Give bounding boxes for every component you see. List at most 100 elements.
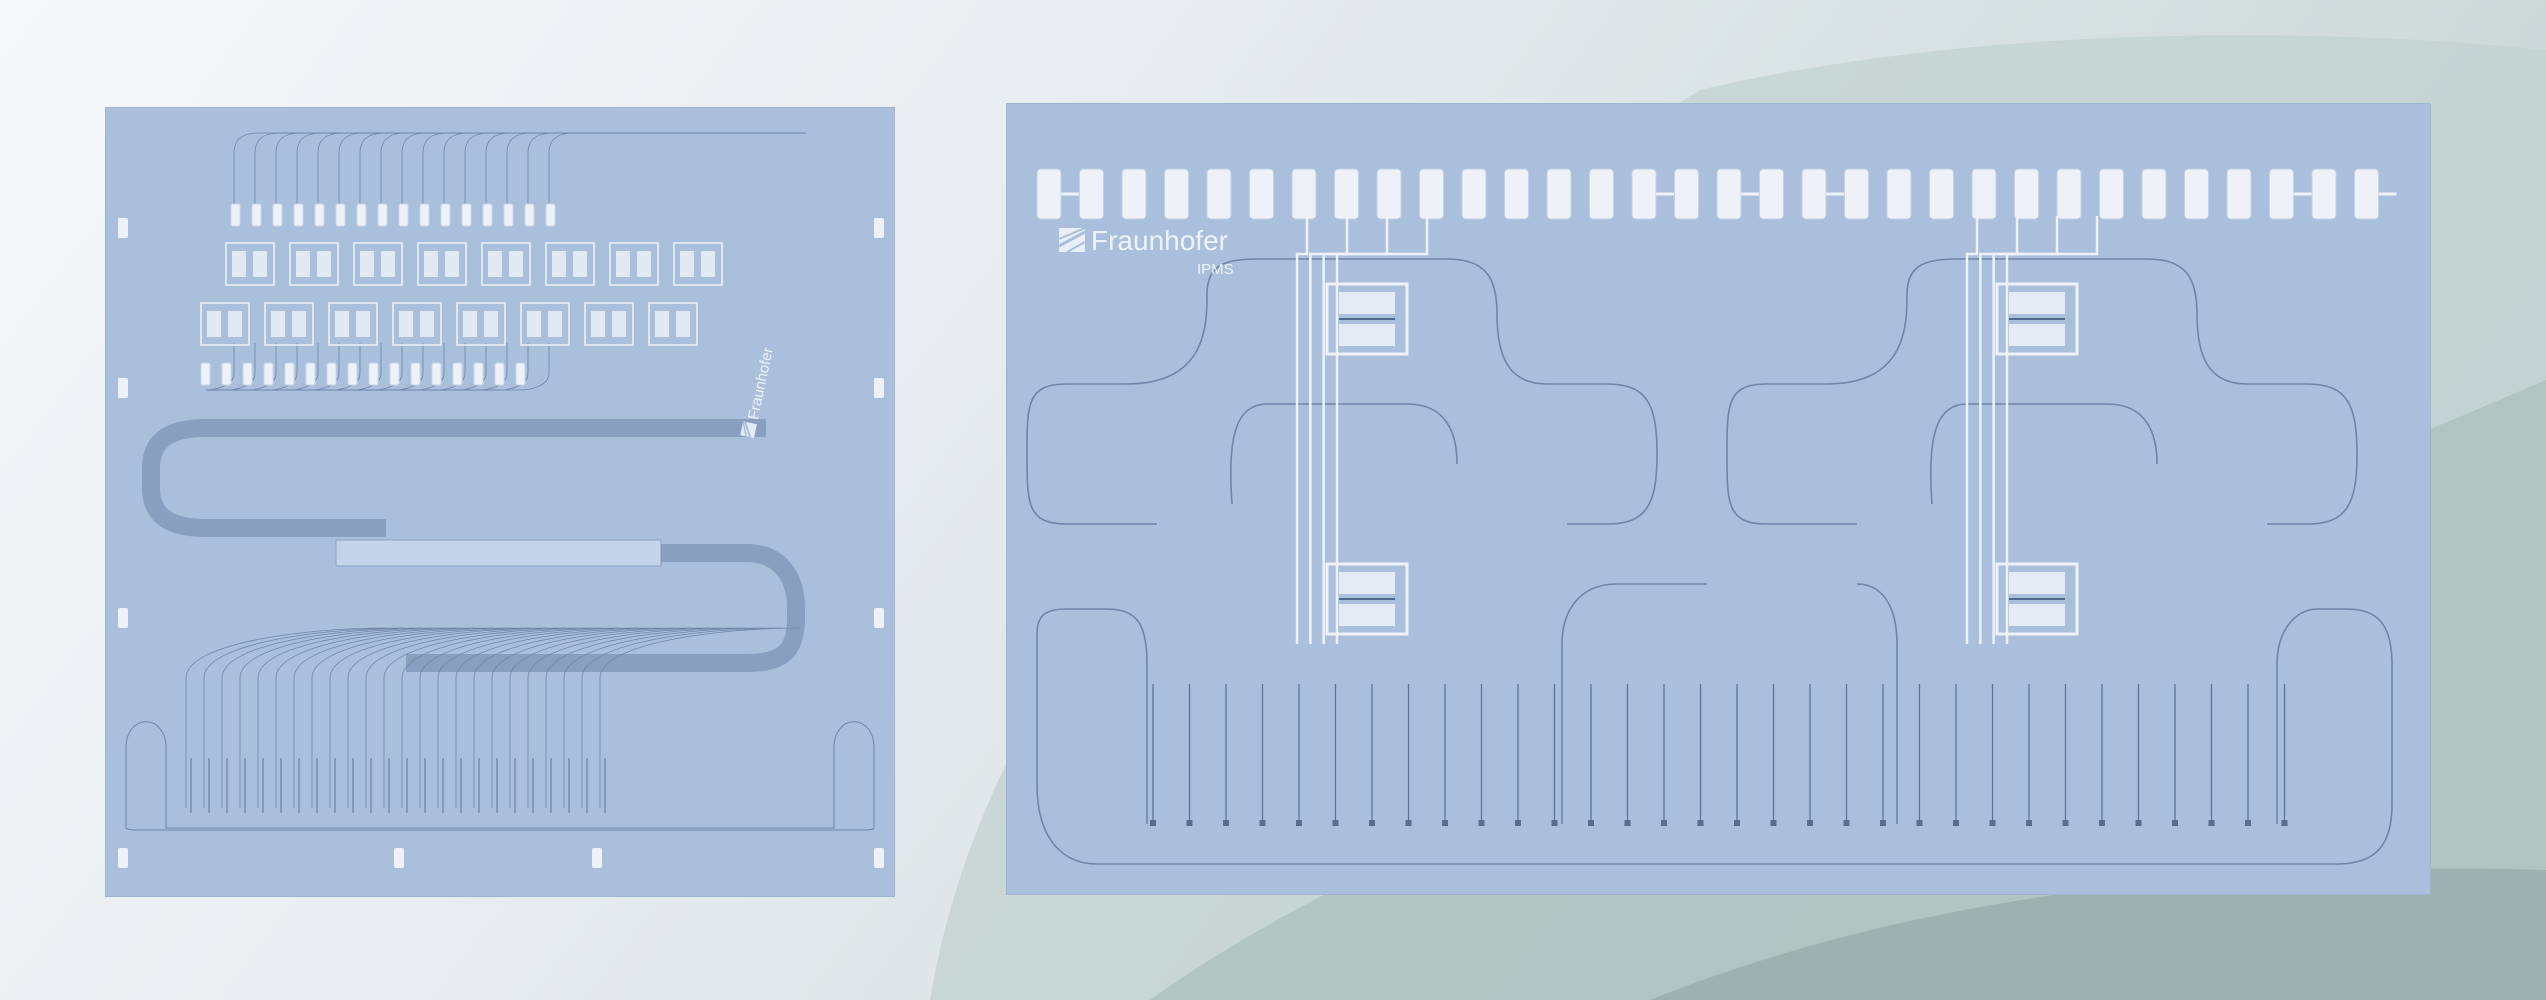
device-frame [1995,282,2079,356]
top-pad [2354,168,2379,220]
device-element [1339,572,1395,594]
side-pad [118,218,128,238]
contact-pad [200,362,211,386]
loop-trace [1026,258,1658,525]
device-cell [591,311,605,337]
device-cell [463,311,477,337]
device-cell [701,251,715,277]
trace [383,627,585,808]
contact-pad [494,362,505,386]
feed-line [1965,216,1979,644]
trace [506,132,806,208]
trace [443,132,806,208]
top-pad [1674,168,1699,220]
device-block [673,242,723,286]
side-pad [118,378,128,398]
contact-pad [284,362,295,386]
snake-bundle-2 [406,544,805,672]
trace [401,627,603,808]
contact-pad [251,203,262,227]
frame-trace [1036,608,2393,865]
contact-pad [368,362,379,386]
contact-pad [473,362,484,386]
device-cell [228,311,242,337]
device-element [2009,604,2065,626]
device-cell [484,311,498,337]
probe-tip [1697,820,1704,826]
trace [464,132,806,208]
probe-tip [1734,820,1740,826]
fraunhofer-logo-icon [740,421,757,438]
top-pad [1759,168,1784,220]
top-pad [1206,168,1232,220]
trace [365,627,567,808]
top-pad [1504,168,1529,220]
probe-tip [2172,820,2178,826]
top-pad [1886,168,1912,220]
side-pad [394,848,404,868]
frame-trace [1561,583,1707,824]
trace [485,132,806,208]
top-pad [2269,168,2294,220]
contact-pad [335,203,346,227]
device-element [2009,324,2065,346]
device-cell [335,311,349,337]
top-pad [2099,168,2124,220]
top-pad [1461,168,1487,220]
top-pad [1121,168,1147,220]
contact-pad [482,203,493,227]
loop-trace [1929,403,2158,505]
probe-tip [1916,820,1923,826]
device-cell [356,311,370,337]
probe-tip [1843,820,1850,826]
trace [275,132,806,208]
contact-pad [503,203,514,227]
contact-pad [263,362,274,386]
serpentine-window [335,539,662,567]
device-cell [424,251,438,277]
device-cell [573,251,587,277]
contact-pad [389,362,400,386]
side-pad [874,378,884,398]
left-chip: Fraunhofer [106,108,894,896]
trace [185,627,387,808]
contact-pad [314,203,325,227]
probe-tip [1478,820,1485,826]
device-block [328,302,378,346]
probe-tip [2208,820,2215,826]
device-block [417,242,467,286]
probe-tip [2281,820,2288,826]
top-pad [1164,168,1189,220]
device-block [200,302,250,346]
trace [254,132,806,208]
top-pad [2014,168,2039,220]
contact-pad [461,203,472,227]
top-pad [2226,168,2252,220]
device-element [1339,292,1395,314]
probe-tip [1332,820,1339,826]
trace [317,132,806,208]
snake-bundle [142,419,766,537]
trace [296,132,806,208]
device-block [289,242,339,286]
device-cell [253,251,267,277]
contact-pad [230,203,241,227]
top-pad [1929,168,1954,220]
device-cell [509,251,523,277]
top-pad [1631,168,1657,220]
right-chip: Fraunhofer IPMS [1007,104,2430,894]
contact-pad [440,203,451,227]
contact-pad [398,203,409,227]
trace [311,627,513,808]
device-element [1339,324,1395,346]
device-cell [548,311,562,337]
device-element [2009,572,2065,594]
device-cell [381,251,395,277]
trace [527,132,806,208]
side-pad [118,848,128,868]
device-element [2009,292,2065,314]
feed-line [1295,216,1309,644]
top-pad [1589,168,1614,220]
top-pad [1971,168,1997,220]
device-block [520,302,570,346]
